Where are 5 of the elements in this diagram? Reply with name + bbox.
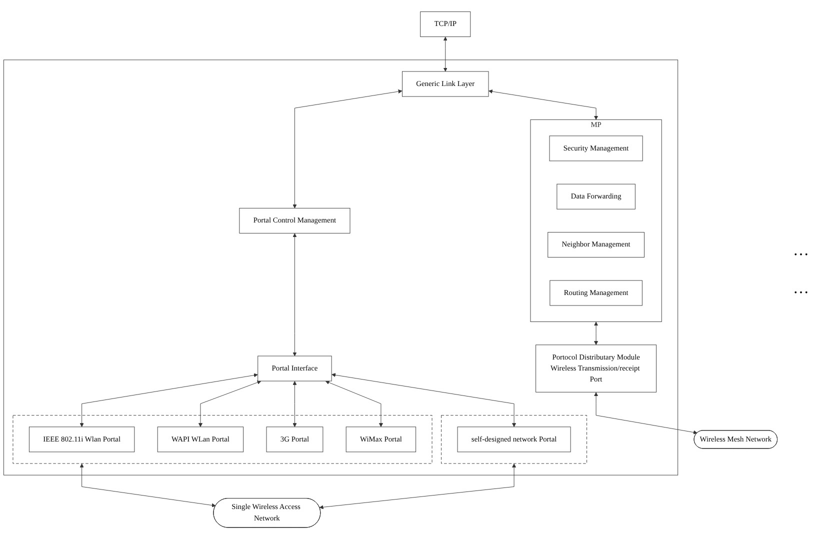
ellipsis-label: … <box>793 280 809 298</box>
cluster <box>441 416 588 464</box>
cluster <box>12 416 432 464</box>
cluster <box>3 60 678 476</box>
ellipsis-label: … <box>793 242 809 260</box>
